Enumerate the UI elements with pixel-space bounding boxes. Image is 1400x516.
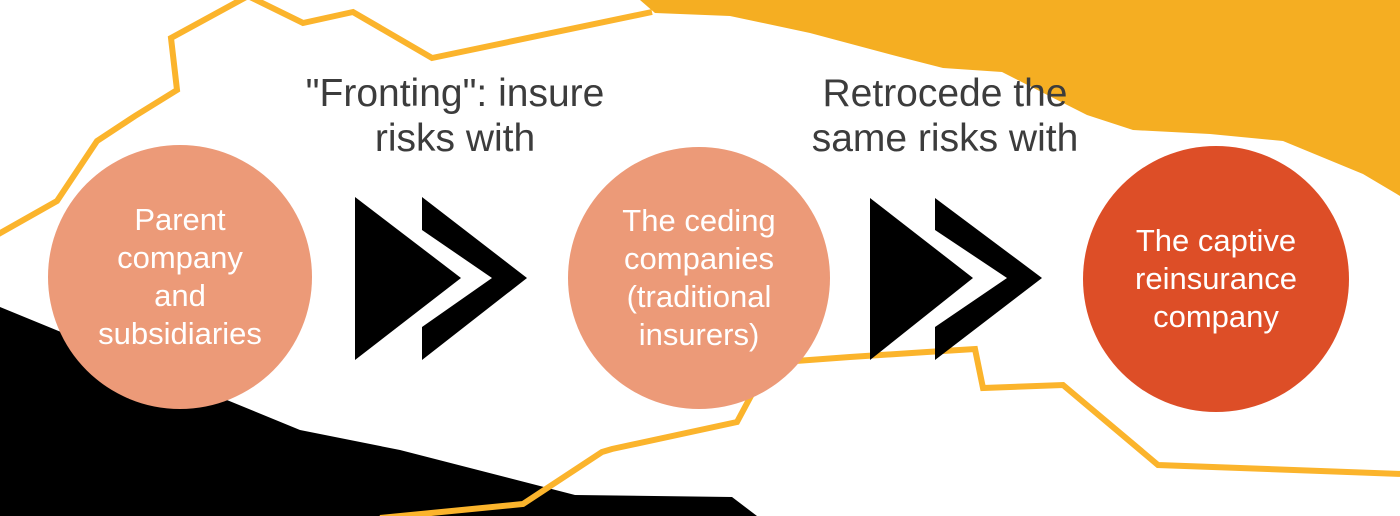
- arrow-chevron: [422, 197, 527, 360]
- bottom-zigzag-line: [379, 345, 1400, 516]
- node-captive-reinsurance-company: The captive reinsurance company: [1083, 146, 1349, 412]
- fast-forward-icon-2: [870, 198, 1042, 360]
- fronting-connector-label: "Fronting": insure risks with: [305, 72, 605, 160]
- node-captive-reinsurance-company-label: The captive reinsurance company: [1135, 223, 1297, 334]
- amber-corner-shape: [640, 0, 1400, 196]
- black-bottom-shape: [0, 307, 757, 516]
- fast-forward-icon-1: [355, 197, 527, 360]
- arrow-triangle: [355, 197, 461, 360]
- node-parent-company-label: Parent company and subsidiaries: [98, 202, 262, 351]
- retrocede-connector-label: Retrocede the same risks with: [811, 72, 1079, 160]
- node-ceding-companies-label: The ceding companies (traditional insure…: [622, 203, 776, 352]
- arrow-chevron: [935, 198, 1042, 360]
- node-parent-company: Parent company and subsidiaries: [48, 145, 312, 409]
- arrow-triangle: [870, 198, 973, 360]
- top-zigzag-line: [0, 0, 653, 237]
- node-ceding-companies: The ceding companies (traditional insure…: [568, 147, 830, 409]
